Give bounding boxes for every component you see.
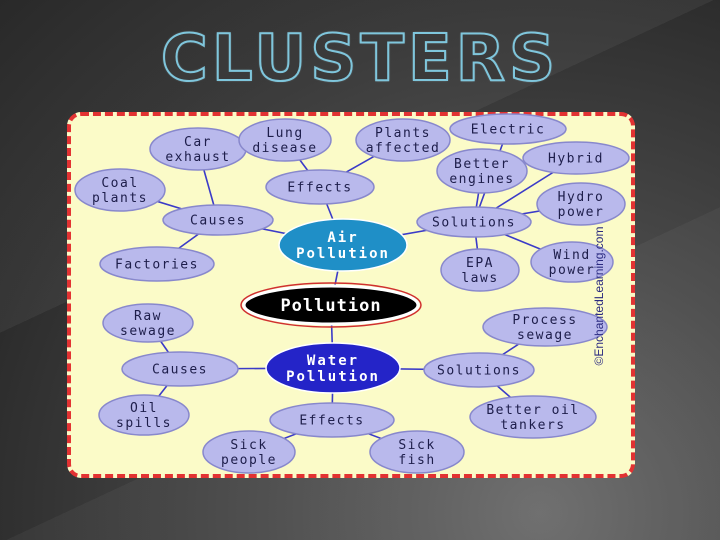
node-label-raw-sewage-0: Raw bbox=[134, 309, 162, 324]
node-label-water-effects-0: Effects bbox=[299, 414, 364, 429]
node-shape-sick-people bbox=[202, 430, 296, 474]
node-shape-pollution bbox=[242, 284, 420, 326]
node-label-air-1: Pollution bbox=[296, 246, 390, 262]
node-shape-raw-sewage bbox=[102, 303, 194, 343]
node-shape-air bbox=[278, 218, 408, 272]
node-shape-epa-laws bbox=[440, 248, 520, 292]
node-label-better-oil-tankers-1: tankers bbox=[500, 418, 565, 433]
node-label-better-engines-1: engines bbox=[449, 172, 514, 187]
node-label-car-exhaust-1: exhaust bbox=[165, 150, 230, 165]
node-shape-air-causes bbox=[162, 204, 274, 236]
node-label-coal-plants-0: Coal bbox=[101, 176, 138, 191]
node-label-epa-laws-1: laws bbox=[461, 271, 498, 286]
node-label-oil-spills-0: Oil bbox=[130, 401, 158, 416]
node-label-epa-laws-0: EPA bbox=[466, 256, 494, 271]
node-shape-coal-plants bbox=[74, 168, 166, 212]
node-label-plants-affected-0: Plants bbox=[375, 126, 431, 141]
node-air-causes: Causes bbox=[162, 204, 274, 236]
node-shape-hydro-power bbox=[536, 182, 626, 226]
node-label-oil-spills-1: spills bbox=[116, 416, 172, 431]
node-shape-air-effects bbox=[265, 169, 375, 205]
node-ring-pollution bbox=[240, 282, 422, 328]
node-label-hydro-power-0: Hydro bbox=[558, 190, 605, 205]
node-label-pollution-0: Pollution bbox=[280, 296, 381, 316]
node-shape-water-effects bbox=[269, 402, 395, 438]
node-label-process-sewage-1: sewage bbox=[517, 328, 573, 343]
node-label-raw-sewage-1: sewage bbox=[120, 324, 176, 339]
node-water-causes: Causes bbox=[121, 351, 239, 387]
node-label-sick-people-0: Sick bbox=[230, 438, 267, 453]
node-shape-water-solutions bbox=[423, 352, 535, 388]
node-water-effects: Effects bbox=[269, 402, 395, 438]
node-label-coal-plants-1: plants bbox=[92, 191, 148, 206]
node-shape-better-oil-tankers bbox=[469, 395, 597, 439]
node-label-plants-affected-1: affected bbox=[366, 141, 441, 156]
cluster-diagram: PollutionAirPollutionWaterPollutionCause… bbox=[74, 113, 630, 474]
node-shape-water-causes bbox=[121, 351, 239, 387]
node-label-water-causes-0: Causes bbox=[152, 363, 208, 378]
node-label-air-effects-0: Effects bbox=[287, 181, 352, 196]
node-water-solutions: Solutions bbox=[423, 352, 535, 388]
node-label-sick-fish-0: Sick bbox=[398, 438, 435, 453]
node-label-wind-power-0: Wind bbox=[553, 248, 590, 263]
node-label-process-sewage-0: Process bbox=[512, 313, 577, 328]
node-label-lung-disease-0: Lung bbox=[266, 126, 303, 141]
node-label-lung-disease-1: disease bbox=[252, 141, 317, 156]
node-label-wind-power-1: power bbox=[549, 263, 596, 278]
node-shape-electric bbox=[449, 113, 567, 145]
node-label-better-oil-tankers-0: Better oil bbox=[486, 403, 579, 418]
node-shape-sick-fish bbox=[369, 430, 465, 474]
node-label-air-causes-0: Causes bbox=[190, 214, 246, 229]
slide-title: CLUSTERS bbox=[160, 21, 560, 97]
node-label-air-solutions-0: Solutions bbox=[432, 216, 516, 231]
node-label-car-exhaust-0: Car bbox=[184, 135, 212, 150]
node-hybrid: Hybrid bbox=[522, 141, 630, 175]
node-electric: Electric bbox=[449, 113, 567, 145]
node-label-hybrid-0: Hybrid bbox=[548, 152, 604, 167]
node-shape-wind-power bbox=[530, 241, 614, 283]
node-shape-hybrid bbox=[522, 141, 630, 175]
node-shape-air-solutions bbox=[416, 206, 532, 238]
node-label-sick-fish-1: fish bbox=[398, 453, 435, 468]
node-label-water-1: Pollution bbox=[286, 369, 380, 385]
node-factories: Factories bbox=[99, 246, 215, 282]
node-label-water-0: Water bbox=[307, 353, 359, 369]
node-pollution: Pollution bbox=[240, 282, 422, 328]
node-shape-plants-affected bbox=[355, 118, 451, 162]
node-air-effects: Effects bbox=[265, 169, 375, 205]
node-label-sick-people-1: people bbox=[221, 453, 277, 468]
node-label-electric-0: Electric bbox=[471, 123, 546, 138]
node-shape-water bbox=[265, 342, 401, 394]
node-air-solutions: Solutions bbox=[416, 206, 532, 238]
node-label-air-0: Air bbox=[327, 230, 358, 246]
node-shape-process-sewage bbox=[482, 307, 608, 347]
node-label-hydro-power-1: power bbox=[558, 205, 605, 220]
node-label-factories-0: Factories bbox=[115, 258, 199, 273]
credit-text: ©EnchantedLearning.com bbox=[592, 226, 606, 366]
node-shape-better-engines bbox=[436, 148, 528, 194]
node-shape-factories bbox=[99, 246, 215, 282]
node-shape-oil-spills bbox=[98, 394, 190, 436]
node-shape-lung-disease bbox=[238, 118, 332, 162]
node-label-water-solutions-0: Solutions bbox=[437, 364, 521, 379]
node-label-better-engines-0: Better bbox=[454, 157, 510, 172]
